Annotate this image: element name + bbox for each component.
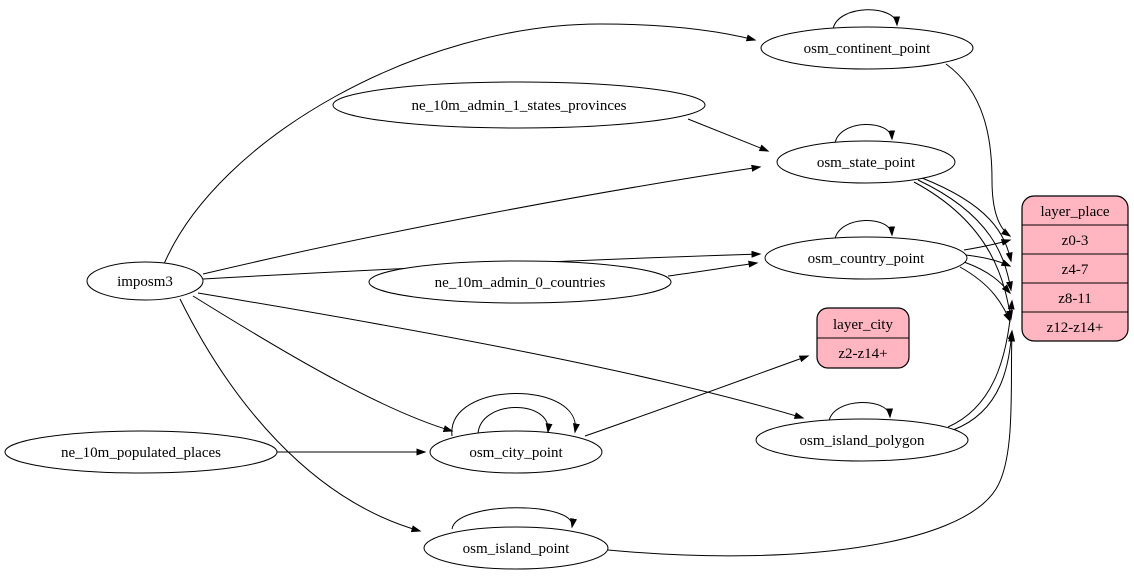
edge-osm_country_point-layer_place-z0-3 [963, 239, 1012, 251]
node-osm_city_point-label: osm_city_point [469, 445, 563, 461]
node-ne_10m_admin_0_countries-shape [368, 260, 672, 304]
node-layer_place: layer_place z0-3 z4-7 z8-11 z12-z14+ [1021, 195, 1129, 342]
edges [163, 9, 1016, 557]
node-osm_state_point-shape [776, 140, 956, 184]
node-osm_state_point-label: osm_state_point [817, 155, 916, 171]
edge-osm_country_point-layer_place-z12-z14 [959, 266, 1011, 323]
node-layer_place-shape [1021, 195, 1129, 342]
node-osm_city_point: osm_city_point [429, 430, 603, 474]
layer_place-row-z4-7: z4-7 [1062, 262, 1089, 278]
edge-osm_city_point-layer_city-z2-z14 [584, 355, 810, 437]
selfloop-osm_country_point [834, 220, 896, 240]
node-osm_island_point-label: osm_island_point [463, 541, 571, 557]
layer_place-row-z8-11: z8-11 [1058, 291, 1092, 307]
edge-osm_country_point-layer_place-z8-11 [963, 261, 1011, 295]
edge-osm_island_polygon-layer_place-z12-z14 [952, 329, 1015, 431]
node-osm_continent_point-label: osm_continent_point [804, 41, 931, 57]
selfloop-osm_state_point [834, 124, 896, 144]
node-osm_island_polygon-label: osm_island_polygon [799, 433, 925, 449]
node-ne_10m_admin_1_states_provinces-label: ne_10m_admin_1_states_provinces [412, 98, 627, 114]
node-osm_state_point: osm_state_point [776, 140, 956, 184]
layer_city-row-z2-z14: z2-z14+ [838, 346, 887, 362]
selfloop-osm_island_polygon [828, 402, 894, 422]
node-ne_10m_admin_0_countries: ne_10m_admin_0_countries [368, 260, 672, 304]
node-osm_country_point: osm_country_point [764, 236, 968, 280]
node-osm_island_polygon: osm_island_polygon [755, 418, 969, 462]
edge-ne_10m_admin_1_states_provinces-osm_state_point [687, 118, 770, 152]
node-osm_continent_point-shape [760, 26, 974, 70]
node-ne_10m_admin_0_countries-label: ne_10m_admin_0_countries [435, 275, 606, 291]
edge-imposm3-osm_state_point [202, 164, 762, 275]
edge-imposm3-osm_island_point [179, 298, 422, 533]
selfloop-osm_city_point-inner [477, 407, 553, 435]
node-osm_island_point-shape [423, 526, 609, 570]
node-ne_10m_admin_1_states_provinces-shape [332, 81, 706, 129]
node-osm_island_point: osm_island_point [423, 526, 609, 570]
node-imposm3-label: imposm3 [117, 274, 173, 290]
node-ne_10m_admin_1_states_provinces: ne_10m_admin_1_states_provinces [332, 81, 706, 129]
selfloop-osm_island_point [451, 507, 578, 530]
edge-osm_island_polygon-layer_place-z8-11 [947, 299, 1015, 428]
node-osm_country_point-label: osm_country_point [808, 251, 925, 267]
node-imposm3: imposm3 [86, 261, 204, 301]
selfloop-osm_continent_point [832, 9, 901, 30]
selfloop-osm_city_point-outer [451, 393, 580, 437]
node-ne_10m_populated_places-label: ne_10m_populated_places [61, 445, 221, 461]
node-ne_10m_populated_places-shape [4, 430, 278, 474]
layer_place-row-z0-3: z0-3 [1062, 233, 1089, 249]
edge-osm_continent_point-layer_place-z0-3 [945, 63, 1012, 237]
node-layer_city-title: layer_city [833, 317, 893, 333]
layer_place-row-z12-z14: z12-z14+ [1047, 320, 1104, 336]
node-layer_place-title: layer_place [1040, 204, 1109, 220]
node-ne_10m_populated_places: ne_10m_populated_places [4, 430, 278, 474]
edge-imposm3-osm_continent_point [163, 23, 757, 265]
edge-osm_state_point-layer_place-z8-11 [917, 179, 1013, 292]
edge-imposm3-osm_island_polygon [197, 292, 805, 419]
node-osm_island_polygon-shape [755, 418, 969, 462]
edge-imposm3-osm_city_point [192, 295, 454, 432]
node-layer_city: layer_city z2-z14+ [816, 307, 910, 369]
node-osm_city_point-shape [429, 430, 603, 474]
node-osm_continent_point: osm_continent_point [760, 26, 974, 70]
node-osm_country_point-shape [764, 236, 968, 280]
edge-osm_state_point-layer_place-z4-7 [921, 177, 1013, 263]
edge-osm_island_point-layer_place-z12-z14 [607, 331, 1016, 557]
edge-ne_10m_admin_0_countries-osm_country_point [667, 260, 759, 277]
node-imposm3-shape [86, 261, 204, 301]
